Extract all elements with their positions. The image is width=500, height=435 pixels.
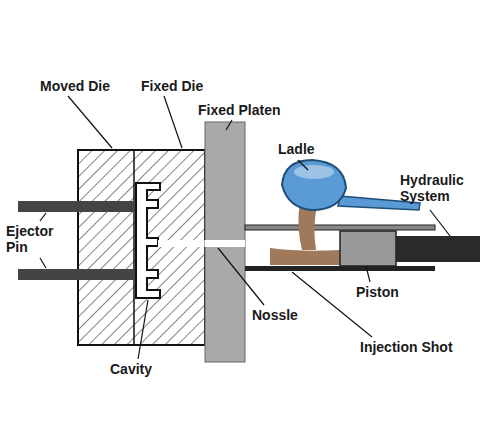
hydraulic-rod (396, 236, 480, 262)
part-label: Cavity (110, 361, 152, 377)
leader-lines (40, 96, 450, 359)
part-label: Fixed Platen (198, 102, 280, 118)
part-label: Ladle (278, 141, 315, 157)
ladle-highlight (294, 165, 334, 179)
parting-line (133, 150, 135, 345)
part-label: Moved Die (40, 78, 110, 94)
ejector-pin (18, 201, 136, 212)
part-label: Injection Shot (360, 339, 453, 355)
die-block (78, 150, 205, 345)
molten-metal (270, 248, 340, 265)
part-label: Hydraulic System (400, 172, 486, 204)
ladle-cup (282, 160, 346, 210)
cavity-shape (136, 183, 160, 298)
nozzle-channel (158, 240, 250, 247)
ejector-pin (18, 269, 136, 280)
part-label: Fixed Die (141, 78, 203, 94)
piston (340, 231, 396, 266)
part-label: Ejector Pin (6, 223, 68, 255)
nozzle-channel (205, 240, 245, 247)
part-label: Nossle (252, 307, 298, 323)
shot-sleeve-wall (245, 225, 435, 230)
fixed-platen (205, 122, 245, 362)
part-label: Piston (356, 284, 399, 300)
